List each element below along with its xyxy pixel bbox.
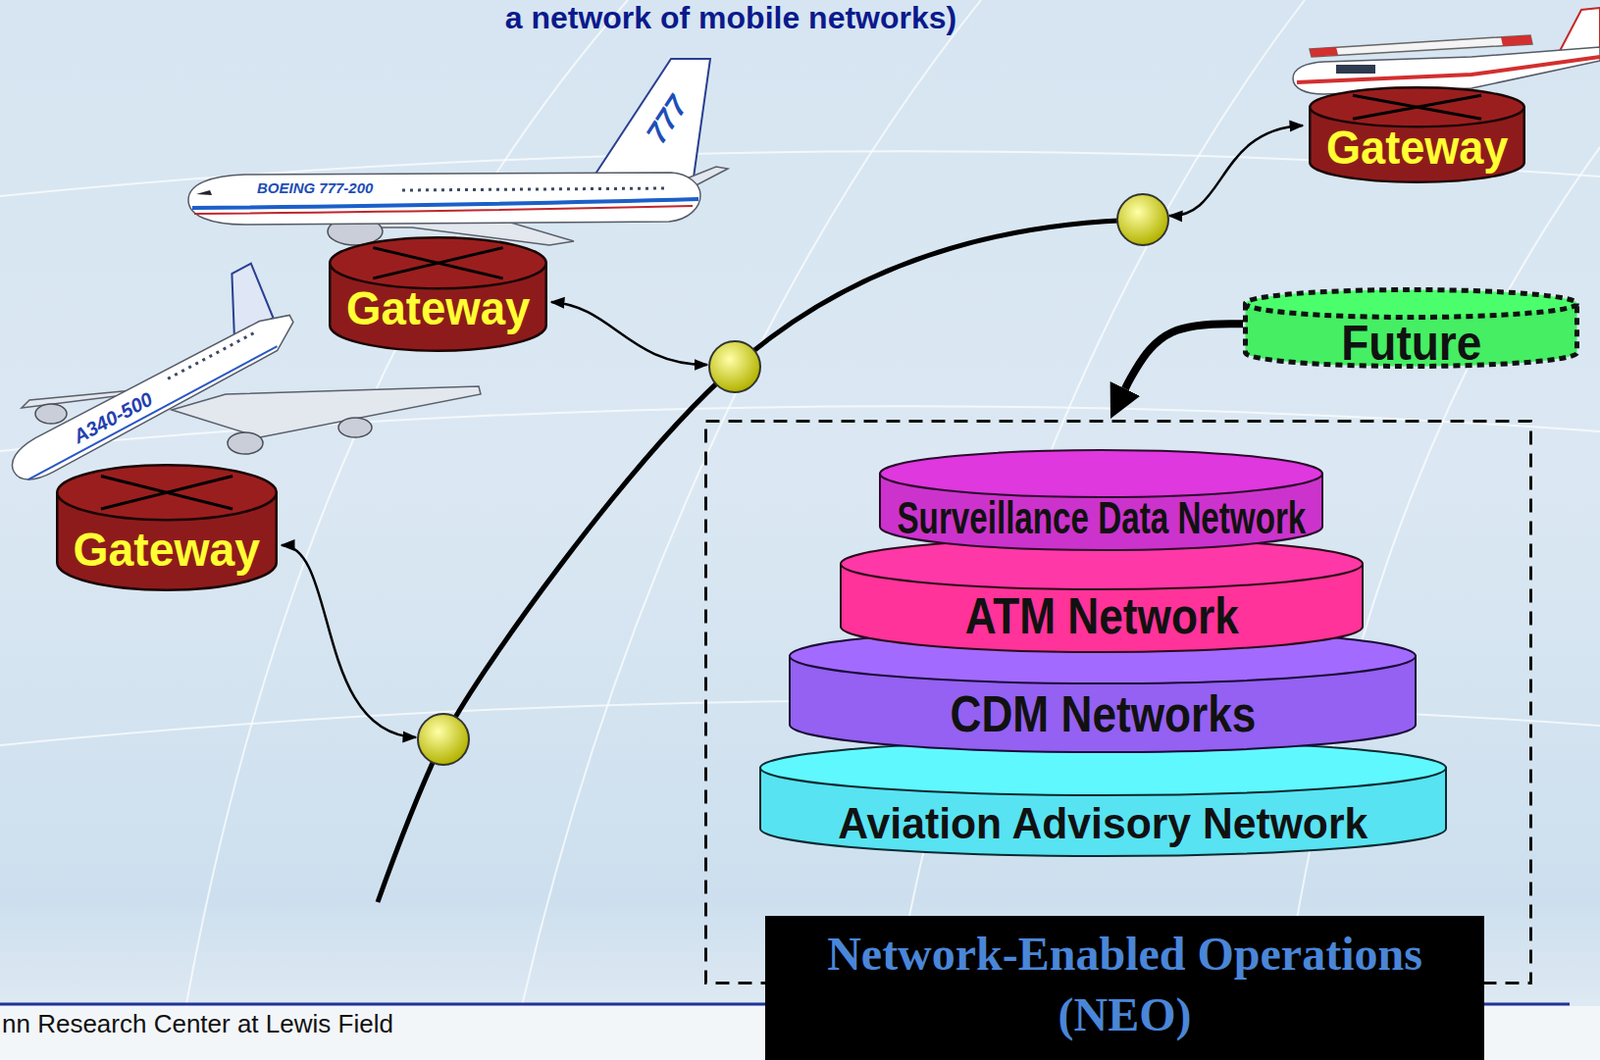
cylinder-top — [56, 464, 277, 520]
cylinder-top — [1245, 290, 1578, 318]
network-layer: Aviation Advisory Network — [759, 739, 1447, 858]
cylinder-top — [329, 237, 547, 289]
router-cross — [372, 248, 503, 279]
flow-arrow — [1125, 323, 1243, 389]
livery-stripe — [1296, 56, 1600, 83]
fuselage — [4, 306, 304, 489]
aircraft-name: A340-500 — [70, 389, 156, 448]
cabin-window — [1336, 64, 1376, 74]
cylinder-top — [760, 740, 1446, 796]
boeing-777-illustration — [188, 58, 728, 246]
cylinder-top — [879, 450, 1323, 498]
tail-fin — [1559, 7, 1600, 53]
cockpit-window — [196, 190, 212, 196]
network-node-dot — [1117, 194, 1169, 246]
wing — [171, 386, 481, 438]
text-holder: Surveillance Data Network — [878, 449, 1324, 552]
footer-text: nn Research Center at Lewis Field — [1, 1011, 394, 1037]
router-cross — [1352, 95, 1482, 119]
wing-tip — [1500, 35, 1533, 47]
node-label: Surveillance Data Network — [896, 495, 1306, 541]
wing-tip — [1309, 47, 1339, 57]
text-holder: Gateway — [55, 464, 278, 592]
node-label: Aviation Advisory Network — [838, 802, 1369, 846]
gateway-router: Gateway — [328, 236, 548, 353]
diagram-title: a network of mobile networks) — [338, 1, 1124, 34]
cylinder-top — [1309, 87, 1525, 127]
aircraft-name: BOEING 777-200 — [257, 180, 373, 196]
node-label: Gateway — [1326, 124, 1508, 172]
dashed-border — [706, 421, 1532, 984]
livery-stripe — [27, 346, 278, 480]
network-node-dot — [417, 714, 469, 766]
region-caption: Network-Enabled Operations (NEO) — [765, 916, 1485, 1060]
cylinder-top — [789, 628, 1416, 684]
gateway-router: Gateway — [1308, 86, 1526, 184]
network-layer: Surveillance Data Network — [878, 449, 1324, 552]
link-arrow — [551, 302, 708, 365]
router-cross — [101, 475, 233, 510]
text-holder: ATM Network — [839, 537, 1364, 654]
livery-stripe — [194, 206, 693, 214]
text-holder: Gateway — [328, 236, 548, 353]
wing — [1309, 35, 1533, 57]
node-label: ATM Network — [964, 590, 1239, 642]
network-layer: ATM Network — [839, 537, 1364, 654]
router-cross — [372, 248, 503, 279]
a340-body — [0, 258, 303, 489]
text-holder: Network-Enabled Operations (NEO) — [765, 916, 1485, 1060]
text-holder: Future — [1242, 287, 1580, 369]
grid-line — [882, 0, 1305, 1060]
gateway-router: Gateway — [55, 464, 278, 592]
node-label: Future — [1341, 318, 1482, 368]
text-holder: Gateway — [1308, 86, 1526, 184]
cylinder-top — [840, 538, 1363, 590]
network-node-dot — [709, 341, 761, 393]
cabin-windows — [402, 188, 668, 191]
node-label: Gateway — [346, 285, 530, 333]
neo-region: Network-Enabled Operations (NEO)Surveill… — [704, 419, 1533, 985]
cabin-windows — [167, 331, 257, 379]
link-arrow — [1169, 125, 1303, 216]
future-network: Future — [1242, 287, 1580, 369]
node-label: Gateway — [73, 526, 260, 574]
engine — [227, 432, 263, 455]
node-label: CDM Networks — [949, 688, 1256, 740]
router-cross — [101, 475, 233, 510]
link-arrow — [281, 545, 416, 738]
engine — [35, 404, 67, 424]
tail-number: 777 — [641, 91, 693, 149]
engine — [338, 417, 372, 438]
tail-fin — [588, 58, 711, 185]
router-cross — [1352, 95, 1482, 119]
text-holder: Aviation Advisory Network — [759, 739, 1447, 858]
fuselage — [188, 172, 701, 225]
